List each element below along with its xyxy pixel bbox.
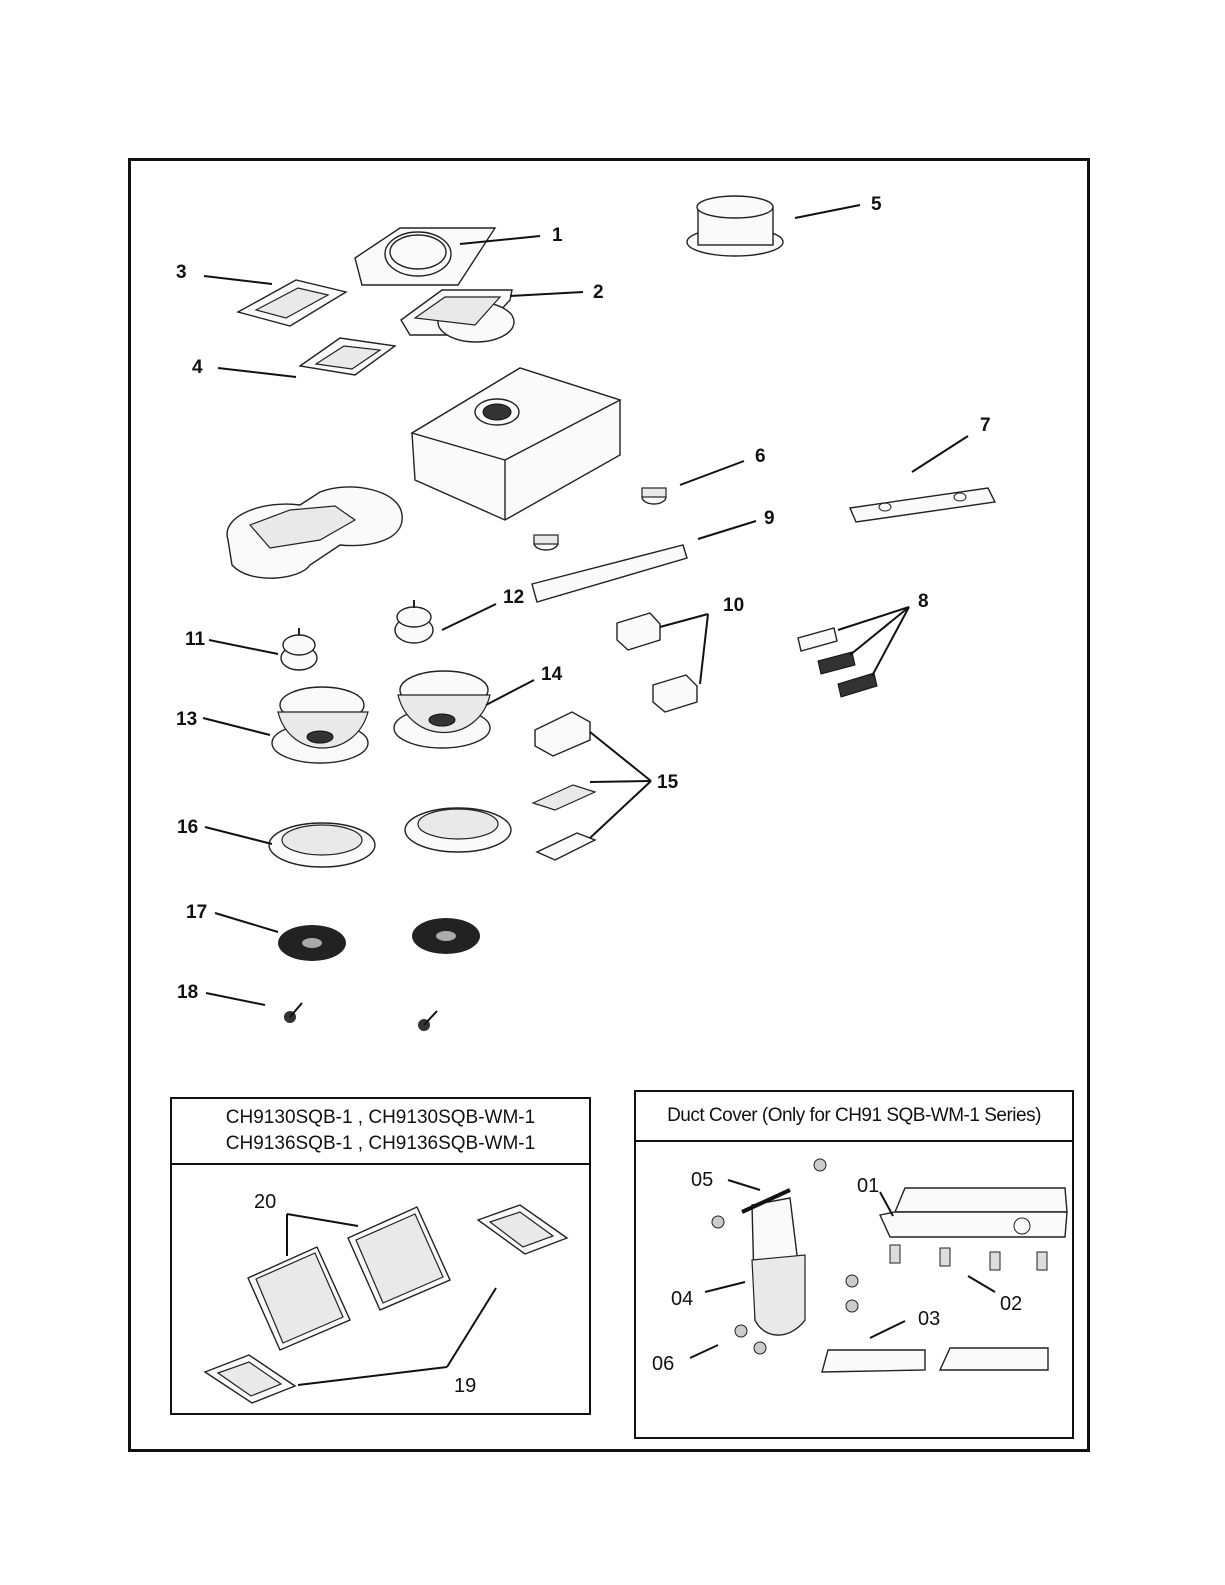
part-12-motor	[395, 600, 433, 643]
callout-10: 10	[723, 595, 744, 616]
callout-9: 9	[764, 508, 775, 529]
callout-15: 15	[657, 772, 679, 793]
duct-cover-box: Duct Cover (Only for CH91 SQB-WM-1 Serie…	[634, 1090, 1074, 1439]
hood-body	[412, 368, 620, 520]
leader-lines	[203, 205, 968, 1005]
part-18-screw	[284, 1003, 437, 1031]
callout-11: 11	[185, 629, 206, 650]
callout-6: 6	[755, 446, 766, 467]
hood-bottom-tray	[227, 487, 402, 578]
duct-cover-header: Duct Cover (Only for CH91 SQB-WM-1 Serie…	[636, 1092, 1072, 1142]
part-4-gasket	[300, 338, 395, 375]
callout-7: 7	[980, 415, 991, 436]
part-7-bracket	[850, 488, 995, 522]
part-3-frame	[238, 280, 346, 326]
callout-5: 5	[871, 194, 882, 215]
callout-2: 2	[593, 282, 604, 303]
filter-model-header: CH9130SQB-1 , CH9130SQB-WM-1 CH9136SQB-1…	[172, 1099, 589, 1165]
part-15-control-assembly	[533, 712, 595, 860]
part-17-fan	[278, 918, 480, 961]
part-16-ring	[269, 808, 511, 867]
part-13-blower-housing	[272, 687, 368, 763]
part-8-switches	[798, 628, 877, 697]
model-line-2: CH9136SQB-1 , CH9136SQB-WM-1	[172, 1131, 589, 1157]
callout-18: 18	[177, 982, 198, 1003]
part-6-knob	[534, 488, 666, 550]
callout-1: 1	[552, 225, 563, 246]
part-5-duct-ring	[687, 196, 783, 256]
callout-16: 16	[177, 817, 198, 838]
callout-3: 3	[176, 262, 187, 283]
duct-cover-title: Duct Cover (Only for CH91 SQB-WM-1 Serie…	[667, 1105, 1041, 1126]
callout-14: 14	[541, 664, 563, 685]
callout-4: 4	[192, 357, 203, 378]
part-9-light-bar	[532, 545, 687, 602]
callout-17: 17	[186, 902, 207, 923]
part-10-box	[617, 613, 697, 712]
filter-model-box: CH9130SQB-1 , CH9130SQB-WM-1 CH9136SQB-1…	[170, 1097, 591, 1415]
part-14-blower-housing	[394, 671, 490, 748]
callout-13: 13	[176, 709, 197, 730]
part-11-motor	[281, 628, 317, 670]
callout-12: 12	[503, 587, 524, 608]
callout-8: 8	[918, 591, 929, 612]
part-2-plate	[401, 290, 514, 342]
part-1-top-plate	[355, 228, 495, 285]
model-line-1: CH9130SQB-1 , CH9130SQB-WM-1	[172, 1105, 589, 1131]
